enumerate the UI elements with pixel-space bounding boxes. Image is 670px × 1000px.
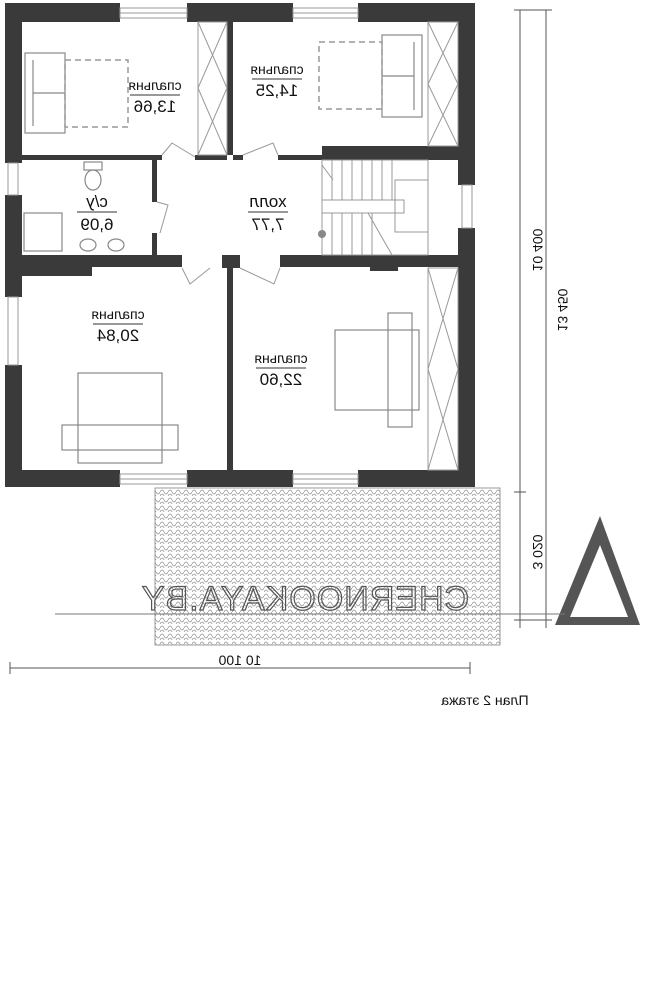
terrace [154, 487, 501, 646]
wardrobes [197, 21, 459, 471]
room-bedroom-2: спальня 14,25 [250, 61, 303, 100]
dimension-terrace: 3 020 [530, 534, 546, 569]
dimension-height-total: 13 450 [555, 288, 571, 331]
staircase [318, 159, 429, 256]
inner-walls [22, 22, 458, 470]
room-area: 20,84 [97, 326, 140, 345]
watermark-logo: CHERNOOKAYA.BY [55, 516, 640, 625]
room-name: холл [249, 192, 286, 211]
room-name: с/у [86, 192, 108, 211]
room-area: 14,25 [256, 81, 299, 100]
room-area: 22,60 [260, 370, 303, 389]
room-name: спальня [250, 61, 303, 77]
dimension-lines [9, 9, 552, 674]
watermark-text: CHERNOOKAYA.BY [141, 580, 469, 618]
plan-title: План 2 этажа [441, 692, 529, 708]
room-bathroom: с/у 6,09 [77, 192, 117, 234]
room-area: 13,66 [134, 97, 177, 116]
room-name: спальня [91, 306, 144, 322]
room-bedroom-4: спальня 22,60 [254, 350, 307, 389]
doors [156, 142, 281, 285]
room-name: спальня [254, 350, 307, 366]
room-name: спальня [128, 77, 181, 93]
furniture [23, 34, 423, 464]
room-bedroom-1: спальня 13,66 [128, 77, 181, 116]
room-area: 7,77 [251, 215, 284, 234]
windows [7, 7, 473, 485]
dimension-width: 10 100 [218, 652, 261, 668]
room-hall: холл 7,77 [248, 192, 288, 234]
room-bedroom-3: спальня 20,84 [91, 306, 144, 345]
room-area: 6,09 [80, 215, 113, 234]
dimension-height-house: 10 400 [530, 228, 546, 271]
outer-walls [5, 3, 475, 487]
